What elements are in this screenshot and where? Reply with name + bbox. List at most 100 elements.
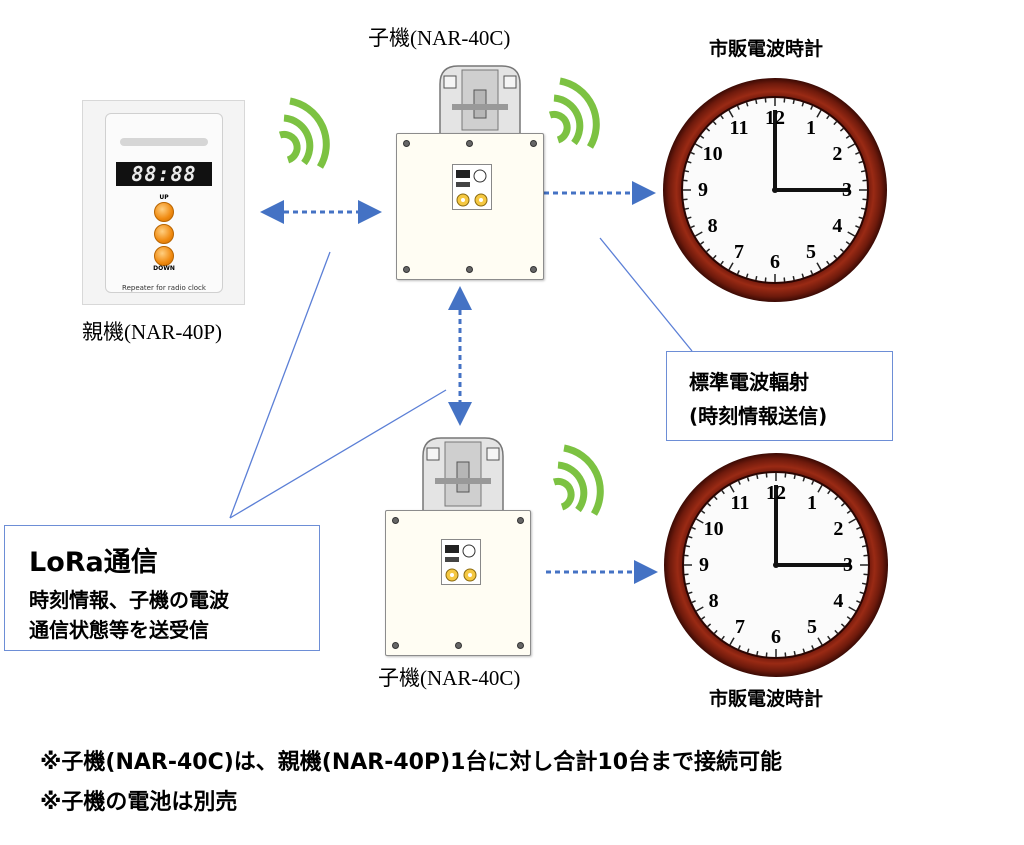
clock-tick (691, 600, 696, 604)
clock-tick (736, 270, 740, 275)
screw (392, 642, 399, 649)
clock-numeral: 7 (735, 616, 745, 639)
signal-wave-icon-child-bottom (552, 444, 604, 516)
master-display: 88:88 (116, 162, 212, 186)
clock-tick (856, 526, 861, 530)
clock-tick (802, 648, 806, 653)
clock-tick (827, 490, 831, 495)
clock-tick (827, 635, 831, 640)
clock-tick (861, 582, 867, 585)
clock-tick (801, 273, 805, 278)
clock-tick (810, 270, 814, 275)
clock-numeral: 12 (766, 482, 786, 504)
master-slot (120, 138, 208, 146)
clock-numeral: 2 (833, 518, 844, 540)
lora-callout-line-2 (229, 389, 447, 519)
clock-numeral: 2 (832, 143, 843, 165)
clock-tick (817, 484, 823, 493)
clock-bottom-label: 市販電波時計 (709, 688, 824, 710)
clock-numeral: 11 (729, 116, 749, 139)
clock-numeral: 1 (807, 491, 817, 514)
clock-tick (826, 115, 830, 120)
clock-tick (833, 254, 838, 259)
down-button (154, 246, 174, 266)
clock-tick (707, 502, 712, 507)
clock-tick (860, 207, 866, 210)
screw (455, 642, 462, 649)
clock-tick (712, 121, 717, 126)
antenna-bracket-icon (439, 65, 521, 135)
clock-tick (861, 545, 867, 548)
screw (392, 517, 399, 524)
child-top-body (396, 133, 544, 280)
clock-tick (687, 216, 692, 220)
clock-tick (848, 518, 857, 524)
clock-tick (846, 510, 851, 514)
screw (530, 140, 537, 147)
note-1: ※子機(NAR-40C)は、親機(NAR-40P)1台に対し合計10台まで接続可… (40, 750, 783, 775)
clock-tick (756, 650, 759, 656)
clock-tick (694, 143, 703, 149)
clock-tick (737, 645, 741, 650)
standard-wave-box: 標準電波輻射 (時刻情報送信) (666, 351, 893, 441)
clock-tick (720, 115, 724, 120)
clock-tick (685, 582, 691, 585)
clock-tick (847, 143, 856, 149)
clock-tick (755, 99, 758, 105)
clock-tick (793, 650, 796, 656)
lora-callout-line-1 (229, 251, 331, 519)
clock-tick (811, 480, 815, 485)
clock-tick (728, 262, 734, 271)
clock-top (663, 78, 887, 302)
clock-tick (856, 600, 861, 604)
clock-tick (816, 109, 822, 118)
clock-tick (860, 170, 866, 173)
screw (466, 140, 473, 147)
clock-tick (685, 545, 691, 548)
lora-box: LoRa通信 時刻情報、子機の電波 通信状態等を送受信 (4, 525, 320, 651)
clock-numeral: 9 (699, 554, 709, 576)
clock-tick (684, 207, 690, 210)
child-unit-bottom (385, 432, 535, 658)
clock-numeral: 8 (707, 215, 718, 237)
clock-tick (688, 591, 693, 595)
lora-title: LoRa通信 (29, 547, 158, 578)
clock-tick (694, 231, 703, 237)
clock-tick (848, 606, 857, 612)
clock-tick (728, 109, 734, 118)
clock-tick (729, 484, 735, 493)
clock-tick (707, 623, 712, 628)
screw (403, 140, 410, 147)
master-panel: 88:88 UP DOWN Repeater for radio clock (105, 113, 223, 293)
master-caption: Repeater for radio clock (122, 284, 206, 292)
signal-wave-icon-child-top (548, 77, 600, 149)
signal-wave-icon-master (278, 97, 330, 169)
clock-tick (712, 254, 717, 259)
clock-tick (840, 502, 845, 507)
clock-tick (756, 474, 759, 480)
clock-tick (695, 518, 704, 524)
lora-line-1: 時刻情報、子機の電波 (29, 588, 229, 612)
up-label: UP (159, 194, 169, 201)
clock-numeral: 5 (806, 241, 816, 264)
clock-numeral: 6 (771, 626, 781, 648)
clock-tick (746, 648, 750, 653)
clock-tick (855, 225, 860, 229)
clock-tick (690, 225, 695, 229)
clock-numeral: 11 (730, 491, 750, 514)
clock-numeral: 8 (708, 590, 719, 612)
clock-tick (713, 496, 718, 501)
child-bottom-label: 子機(NAR-40C) (378, 666, 521, 690)
clock-tick (684, 170, 690, 173)
clock-tick (691, 526, 696, 530)
control-panel-icon (441, 539, 481, 585)
clock-tick (736, 105, 740, 110)
clock-tick (834, 496, 839, 501)
clock-tick (810, 105, 814, 110)
clock-tick (802, 477, 806, 482)
standard-wave-line-1: 標準電波輻射 (689, 370, 809, 394)
clock-tick (811, 645, 815, 650)
clock-tick (706, 127, 711, 132)
clock-tick (833, 121, 838, 126)
